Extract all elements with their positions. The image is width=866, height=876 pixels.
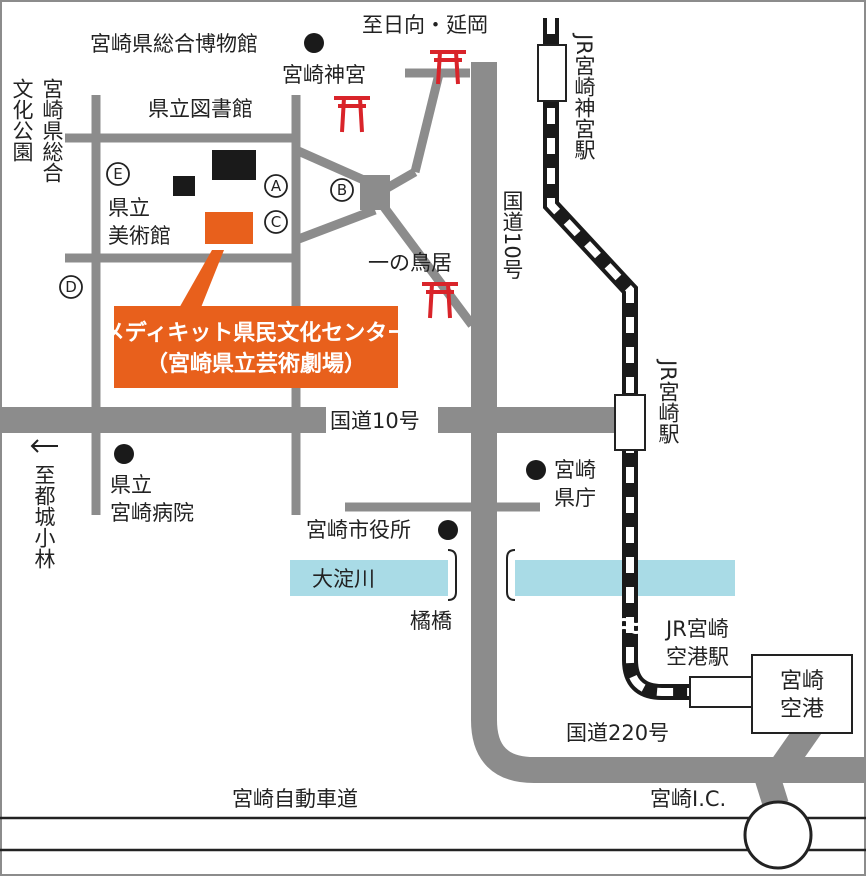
label-jr-airport-station-2: 空港駅 [666,645,729,669]
label-ichinotorii: 一の鳥居 [368,251,452,275]
label-route220: 国道220号 [566,721,669,745]
hospital-dot [114,444,134,464]
label-city-hall: 宮崎市役所 [306,518,411,542]
svg-text:D: D [65,278,77,296]
label-miyazaki-ic: 宮崎I.C. [650,787,726,811]
label-library: 県立図書館 [148,97,253,121]
label-to-miyakonojo: 至都城小林 [32,464,56,569]
bridge-bracket-west [447,549,457,601]
marker-d: D [59,275,83,299]
marker-c: C [264,210,288,234]
roundabout-b [360,175,390,210]
marker-e: E [106,162,130,186]
art-museum-building [173,176,195,196]
label-river: 大淀川 [312,567,375,591]
label-art-museum-1: 県立 [108,196,150,220]
label-airport-1: 宮崎 [780,669,824,694]
label-tachibana-bridge: 橘橋 [410,609,452,633]
bridge-bracket-east [506,549,516,601]
label-jr-jingu-station: JR宮崎神宮駅 [572,32,596,160]
label-airport-2: 空港 [780,697,824,722]
svg-text:A: A [271,177,282,195]
marker-b: B [330,178,354,202]
callout-pointer [178,250,224,310]
library-building [212,150,256,180]
label-route10-horizontal: 国道10号 [330,409,420,433]
river-west [290,560,448,596]
callout-title: メディキット県民文化センター [103,320,409,346]
label-park-vertical-1: 宮崎県総合 [40,78,64,183]
svg-text:C: C [271,213,281,231]
callout-box [114,306,398,388]
torii-gate-ichinotorii-icon [422,282,458,319]
jr-jingu-station-box [537,44,567,102]
label-miyazaki-jingu: 宮崎神宮 [282,63,366,87]
rail-break-mark [617,618,643,634]
expressway [0,816,866,852]
label-hospital-2: 宮崎病院 [110,501,194,525]
label-route10-vertical: 国道10号 [500,190,524,280]
svg-text:E: E [113,165,122,183]
city-hall-dot [438,520,458,540]
label-museum: 宮崎県総合博物館 [90,32,258,56]
route10-label-bg [326,406,438,434]
pref-office-dot [526,460,546,480]
label-jr-airport-station-1: JR宮崎 [664,617,729,641]
label-park-vertical-2: 文化公園 [10,78,34,162]
miyazaki-ic-interchange [743,800,813,870]
museum-dot [304,33,324,53]
label-hospital-1: 県立 [110,473,152,497]
poi-dots [114,33,546,540]
label-art-museum-2: 美術館 [108,224,171,248]
arrow-to-miyakonojo-icon [30,439,58,453]
jr-airport-station-box [689,676,755,708]
airport-box [751,654,853,734]
label-jr-miyazaki-station: JR宮崎駅 [656,358,680,444]
label-pref-office-2: 県庁 [554,486,596,510]
jr-miyazaki-station-box [614,394,646,451]
label-expressway: 宮崎自動車道 [232,787,358,811]
label-pref-office-1: 宮崎 [554,458,596,482]
torii-gate-top-icon [430,50,466,85]
label-to-hyuga: 至日向・延岡 [362,13,488,37]
torii-gate-jingu-icon [334,96,370,133]
cultural-center-building [205,212,253,244]
callout-subtitle: （宮崎県立芸術劇場） [146,351,366,377]
svg-text:B: B [337,181,347,199]
local-roads [65,68,540,515]
marker-a: A [264,174,288,198]
